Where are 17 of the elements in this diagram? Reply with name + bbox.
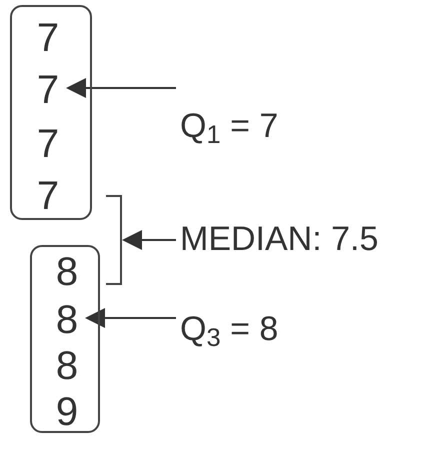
arrow (122, 230, 176, 250)
group-box (10, 5, 92, 220)
number-label: 8 (47, 250, 87, 294)
annotation-text: Q$_{3}$ = 8 (180, 305, 320, 353)
bracket (106, 195, 122, 285)
number-label: 7 (28, 14, 68, 62)
number-label: 8 (47, 344, 87, 388)
annotation-text: Q$_{1}$ = 7 (180, 102, 320, 150)
number-label: 7 (28, 172, 68, 220)
number-label: 8 (47, 298, 87, 342)
arrow (66, 78, 176, 98)
number-label: 7 (28, 120, 68, 168)
annotation-text: MEDIAN: 7.5 (180, 215, 420, 263)
arrow (85, 308, 176, 328)
number-label: 9 (47, 390, 87, 434)
number-label: 7 (28, 66, 68, 114)
group-box (30, 245, 100, 433)
